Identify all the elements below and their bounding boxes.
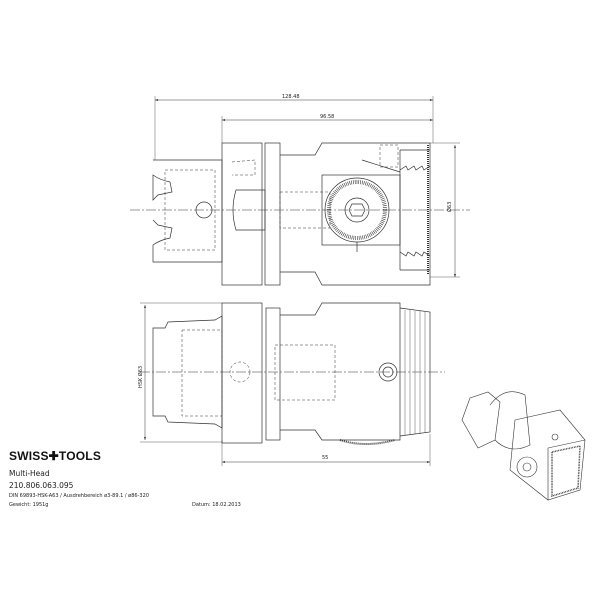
dimension-side-length: 55 — [322, 455, 329, 461]
product-spec: DIN 69893-HSK-A63 / Ausdrehbereich ø3-89… — [9, 493, 149, 499]
article-number: 210.806.063.095 — [9, 481, 74, 490]
brand-logo: SWISS✚TOOLS — [9, 449, 102, 463]
isometric-view — [461, 391, 586, 501]
drawing-date: Datum: 18.02.2013 — [192, 502, 241, 508]
dimension-shank-diameter: HSK Ø63 — [138, 365, 144, 388]
dimension-overall-length: 128.48 — [282, 94, 300, 100]
side-view — [140, 302, 445, 466]
dimension-head-length: 96.58 — [320, 114, 335, 120]
top-view — [130, 96, 470, 286]
product-name: Multi-Head — [9, 469, 50, 478]
dimension-head-diameter: Ø63 — [447, 201, 453, 212]
product-weight: Gewicht: 1951g — [9, 502, 49, 508]
